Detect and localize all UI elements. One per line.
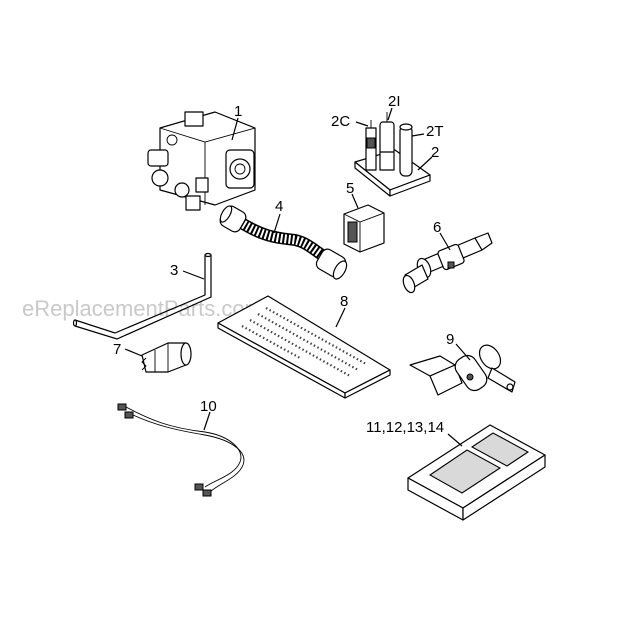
leader-line-2t [411, 133, 425, 137]
callout-3: 3 [170, 262, 178, 279]
callout-1: 1 [234, 103, 242, 120]
leader-line-10 [203, 411, 211, 431]
switch-part[interactable] [343, 204, 385, 253]
leader-line-2i [387, 107, 393, 121]
gas-valve-part[interactable] [147, 111, 256, 211]
callout-9: 9 [446, 331, 454, 348]
callout-6: 6 [433, 219, 441, 236]
flex-connector-part[interactable] [218, 204, 349, 281]
pilot-assembly-part[interactable] [354, 112, 431, 197]
leader-line-4 [273, 213, 281, 234]
leader-line-2c [355, 121, 369, 127]
leader-line-5 [351, 193, 359, 209]
callout-2: 2 [431, 144, 439, 161]
callout-5: 5 [346, 180, 354, 197]
leader-line-8 [335, 307, 346, 328]
leader-line-1 [231, 117, 239, 141]
callout-8: 8 [340, 293, 348, 310]
wire-harness-part[interactable] [117, 403, 245, 497]
leader-line-2 [417, 156, 433, 171]
callout-10: 10 [200, 398, 217, 415]
callout-11-14: 11,12,13,14 [366, 419, 444, 436]
callout-2t: 2T [426, 123, 444, 140]
elbow-part[interactable] [409, 341, 516, 396]
callout-2i: 2I [388, 93, 401, 110]
leader-line-6 [439, 232, 451, 251]
leader-line-11 [447, 433, 463, 447]
panel-tray-part[interactable] [407, 424, 546, 521]
leader-line-9 [455, 343, 471, 361]
callout-2c: 2C [331, 113, 350, 130]
leader-line-3 [182, 270, 205, 280]
callout-4: 4 [275, 198, 283, 215]
tube-part[interactable] [72, 252, 212, 340]
fitting-part[interactable] [141, 342, 192, 373]
callout-7: 7 [113, 341, 121, 358]
leader-line-7 [124, 348, 143, 357]
igniter-part[interactable] [401, 232, 493, 294]
burner-part[interactable] [217, 295, 391, 399]
watermark-text: eReplacementParts.com [22, 296, 263, 321]
